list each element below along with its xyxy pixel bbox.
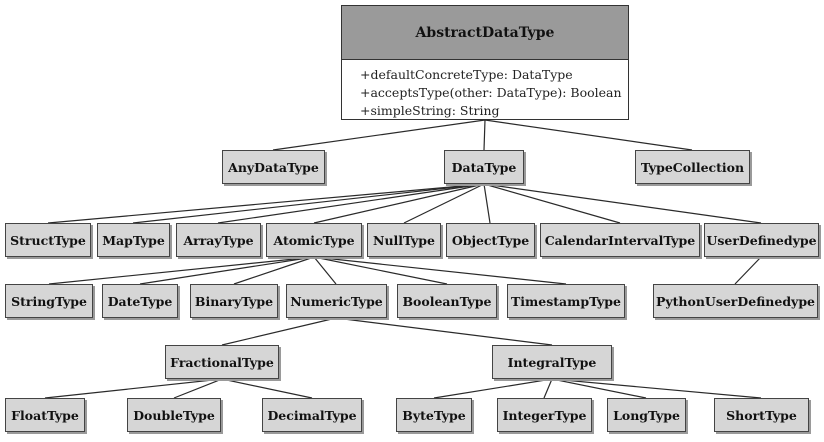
edge-line — [221, 378, 313, 399]
edge-line — [433, 378, 553, 399]
node-atomictype[interactable]: AtomicType — [266, 223, 362, 257]
edge-line — [272, 119, 486, 151]
node-shorttype[interactable]: ShortType — [714, 398, 809, 432]
node-stringtype[interactable]: StringType — [5, 284, 93, 318]
node-decimaltype[interactable]: DecimalType — [262, 398, 362, 432]
node-datetype[interactable]: DateType — [102, 284, 178, 318]
edge-line — [483, 183, 621, 224]
edge-line — [173, 378, 223, 399]
edge-line — [132, 183, 485, 224]
node-floattype[interactable]: FloatType — [5, 398, 85, 432]
node-typecollection[interactable]: TypeCollection — [635, 150, 750, 184]
edge-line — [44, 378, 223, 399]
node-booleantype[interactable]: BooleanType — [397, 284, 497, 318]
edge-line — [483, 119, 486, 151]
node-arraytype[interactable]: ArrayType — [176, 223, 261, 257]
node-timestamptype[interactable]: TimestampType — [507, 284, 625, 318]
edge-line — [313, 256, 567, 285]
edge-line — [403, 183, 485, 224]
node-userdefinedtype[interactable]: UserDefinedype — [704, 223, 819, 257]
class-member: +acceptsType(other: DataType): Boolean — [360, 85, 622, 100]
edge-line — [313, 256, 448, 285]
edge-line — [47, 183, 485, 224]
abstract-datatype-class-box[interactable]: AbstractDataType +defaultConcreteType: D… — [341, 5, 629, 120]
edge-line — [313, 183, 485, 224]
class-members: +defaultConcreteType: DataType +acceptsT… — [342, 60, 628, 120]
edge-line — [483, 183, 491, 224]
class-member: +simpleString: String — [360, 103, 500, 118]
node-objecttype[interactable]: ObjectType — [446, 223, 535, 257]
node-binarytype[interactable]: BinaryType — [190, 284, 278, 318]
node-pythonuserdefinedtype[interactable]: PythonUserDefinedype — [653, 284, 818, 318]
edge-line — [139, 256, 315, 285]
node-numerictype[interactable]: NumericType — [286, 284, 387, 318]
node-integertype[interactable]: IntegerType — [497, 398, 592, 432]
edge-line — [551, 378, 647, 399]
node-fractionaltype[interactable]: FractionalType — [165, 345, 279, 379]
node-longtype[interactable]: LongType — [607, 398, 686, 432]
node-calendarintervaltype[interactable]: CalendarIntervalType — [540, 223, 700, 257]
node-integraltype[interactable]: IntegralType — [492, 345, 612, 379]
edge-line — [48, 256, 315, 285]
edge-line — [483, 183, 762, 224]
edge-line — [335, 317, 553, 346]
node-doubletype[interactable]: DoubleType — [127, 398, 221, 432]
edge-line — [313, 256, 337, 285]
edge-line — [734, 256, 762, 285]
class-title: AbstractDataType — [342, 6, 628, 60]
node-nulltype[interactable]: NullType — [367, 223, 441, 257]
edge-line — [551, 378, 762, 399]
edge-line — [484, 119, 693, 151]
edge-line — [233, 256, 315, 285]
edge-line — [221, 317, 337, 346]
edge-line — [217, 183, 485, 224]
node-maptype[interactable]: MapType — [97, 223, 170, 257]
node-bytetype[interactable]: ByteType — [396, 398, 472, 432]
node-anydatatype[interactable]: AnyDataType — [222, 150, 325, 184]
node-structtype[interactable]: StructType — [5, 223, 91, 257]
edge-line — [543, 378, 553, 399]
class-member: +defaultConcreteType: DataType — [360, 67, 573, 82]
node-datatype[interactable]: DataType — [444, 150, 524, 184]
